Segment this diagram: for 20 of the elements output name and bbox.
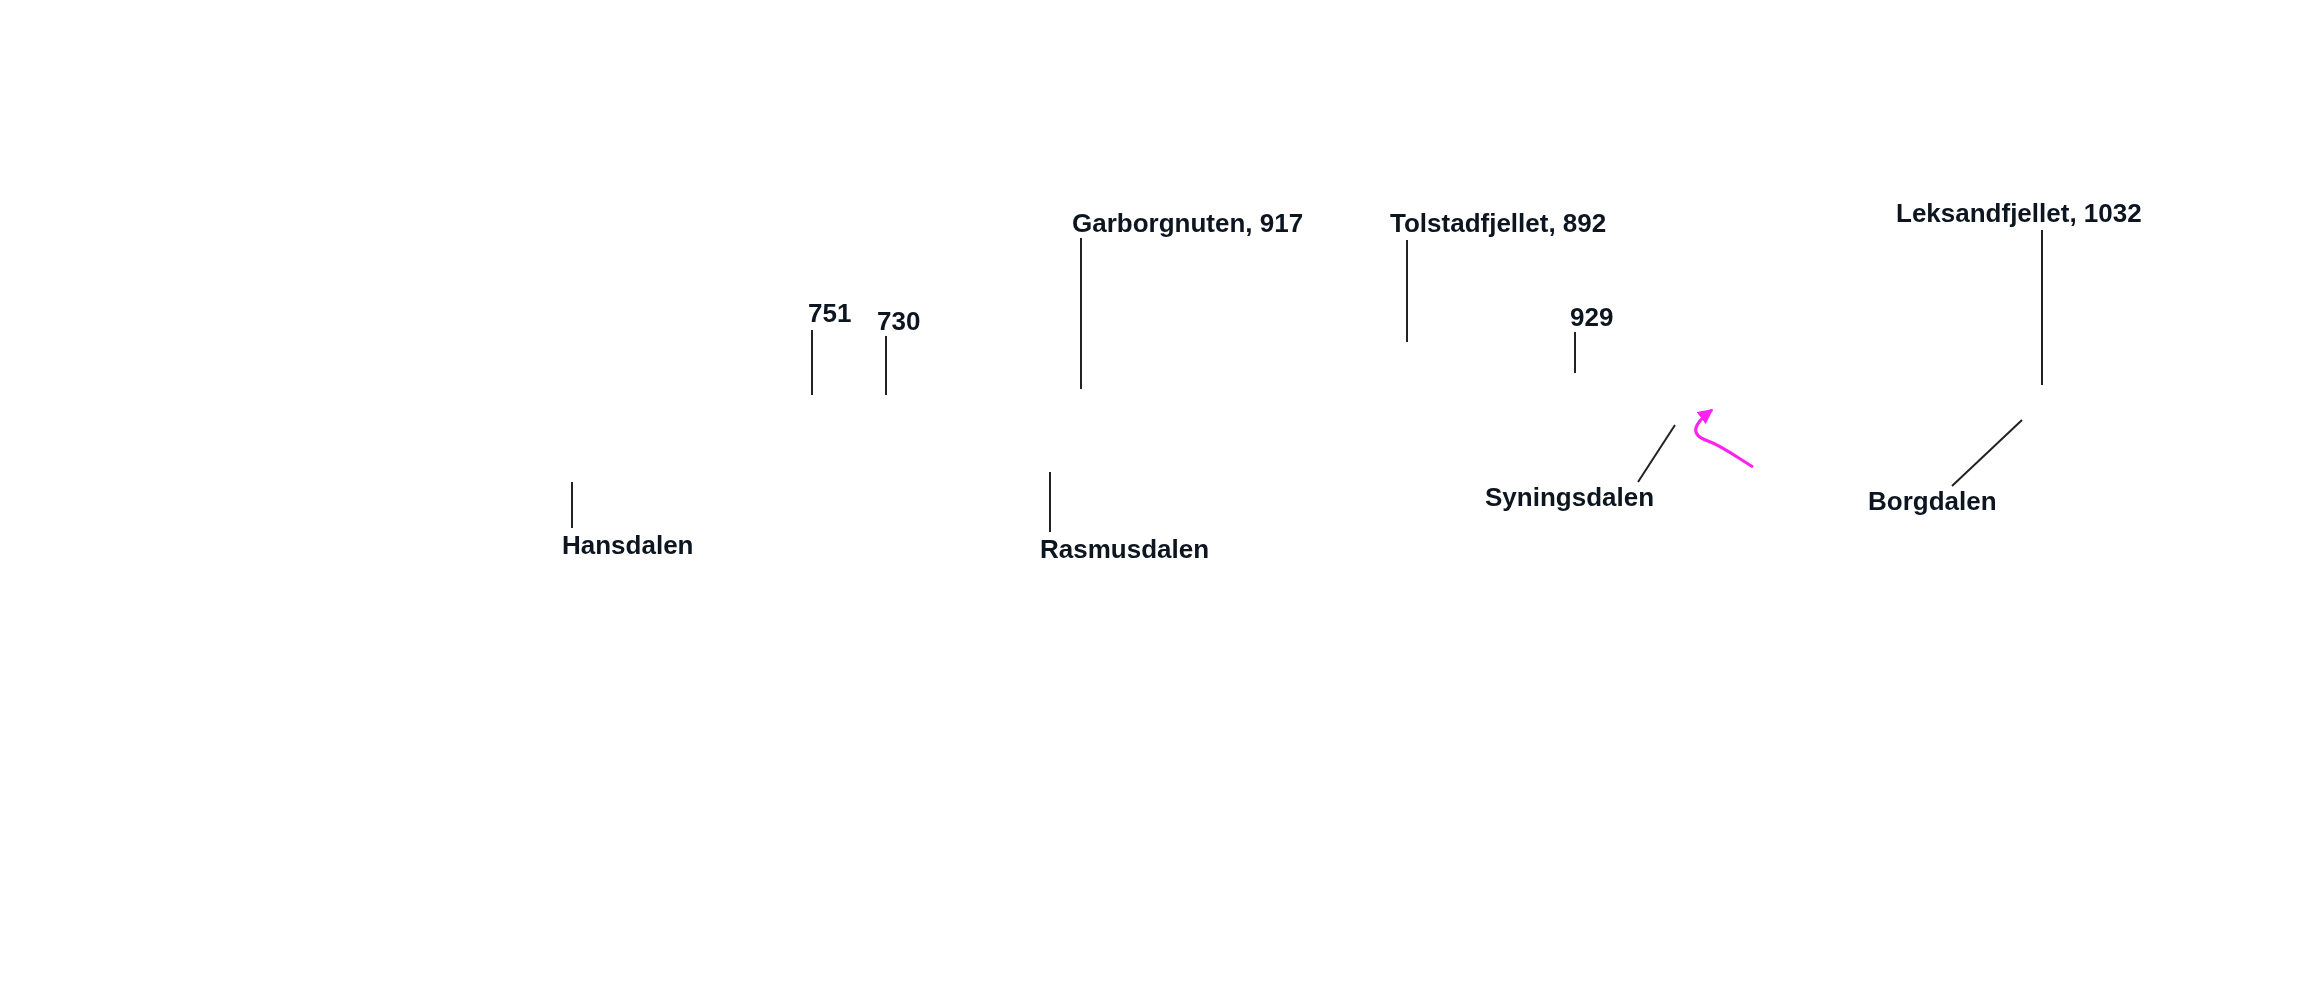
valley-label: Hansdalen (562, 530, 694, 560)
leader-line (1080, 237, 1082, 390)
valley-label: Rasmusdalen (1040, 534, 1210, 564)
peak-label: Tolstadfjellet, 892 (1390, 208, 1607, 238)
valley-label: Borgdalen (1868, 486, 1997, 516)
elevation-label: 751 (808, 298, 852, 328)
peak-label: Leksandfjellet, 1032 (1896, 198, 2142, 228)
leader-line (811, 329, 813, 396)
leader-line (2041, 229, 2043, 386)
leader-line (1049, 471, 1051, 533)
leader-line (1951, 419, 2023, 487)
leader-line (1637, 424, 1676, 483)
peak-label: Garborgnuten, 917 (1072, 208, 1304, 238)
elevation-label: 730 (877, 306, 921, 336)
elevation-label: 929 (1570, 302, 1614, 332)
leader-line (1574, 331, 1576, 374)
leader-line (1406, 239, 1408, 343)
valley-label: Syningsdalen (1485, 482, 1655, 512)
leader-line (885, 335, 887, 396)
leader-line (571, 481, 573, 529)
